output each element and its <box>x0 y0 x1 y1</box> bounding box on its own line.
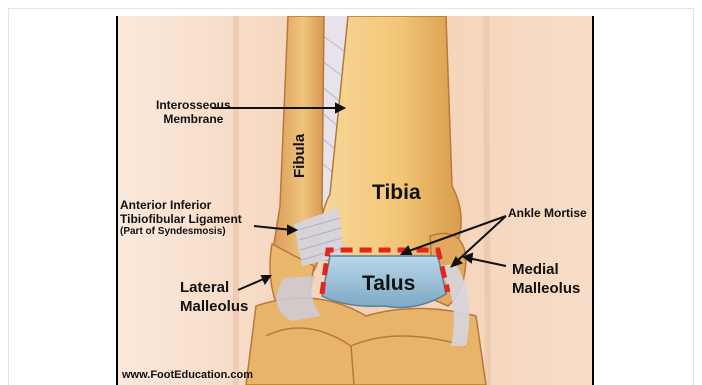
label-medial-line2: Malleolus <box>512 279 580 298</box>
label-medial-line1: Medial <box>512 260 580 279</box>
label-talus: Talus <box>362 272 415 296</box>
label-lateral-malleolus: Lateral Malleolus <box>180 278 248 316</box>
credit-text: www.FootEducation.com <box>122 369 253 381</box>
label-medial-malleolus: Medial Malleolus <box>512 260 580 298</box>
label-aitfl: Anterior Inferior Tibiofibular Ligament … <box>120 198 242 238</box>
label-aitfl-line3: (Part of Syndesmosis) <box>120 226 242 238</box>
label-aitfl-line2: Tibiofibular Ligament <box>120 212 242 226</box>
label-interosseous-line2: Membrane <box>156 112 231 126</box>
ankle-anatomy-illustration: Interosseous Membrane Fibula Tibia Anter… <box>116 16 594 385</box>
label-ankle-mortise: Ankle Mortise <box>508 206 587 220</box>
label-interosseous-line1: Interosseous <box>156 98 231 112</box>
label-tibia: Tibia <box>372 181 421 205</box>
label-lateral-line2: Malleolus <box>180 297 248 316</box>
label-interosseous-membrane: Interosseous Membrane <box>156 98 231 126</box>
label-aitfl-line1: Anterior Inferior <box>120 198 242 212</box>
label-lateral-line1: Lateral <box>180 278 248 297</box>
label-fibula: Fibula <box>290 134 309 178</box>
